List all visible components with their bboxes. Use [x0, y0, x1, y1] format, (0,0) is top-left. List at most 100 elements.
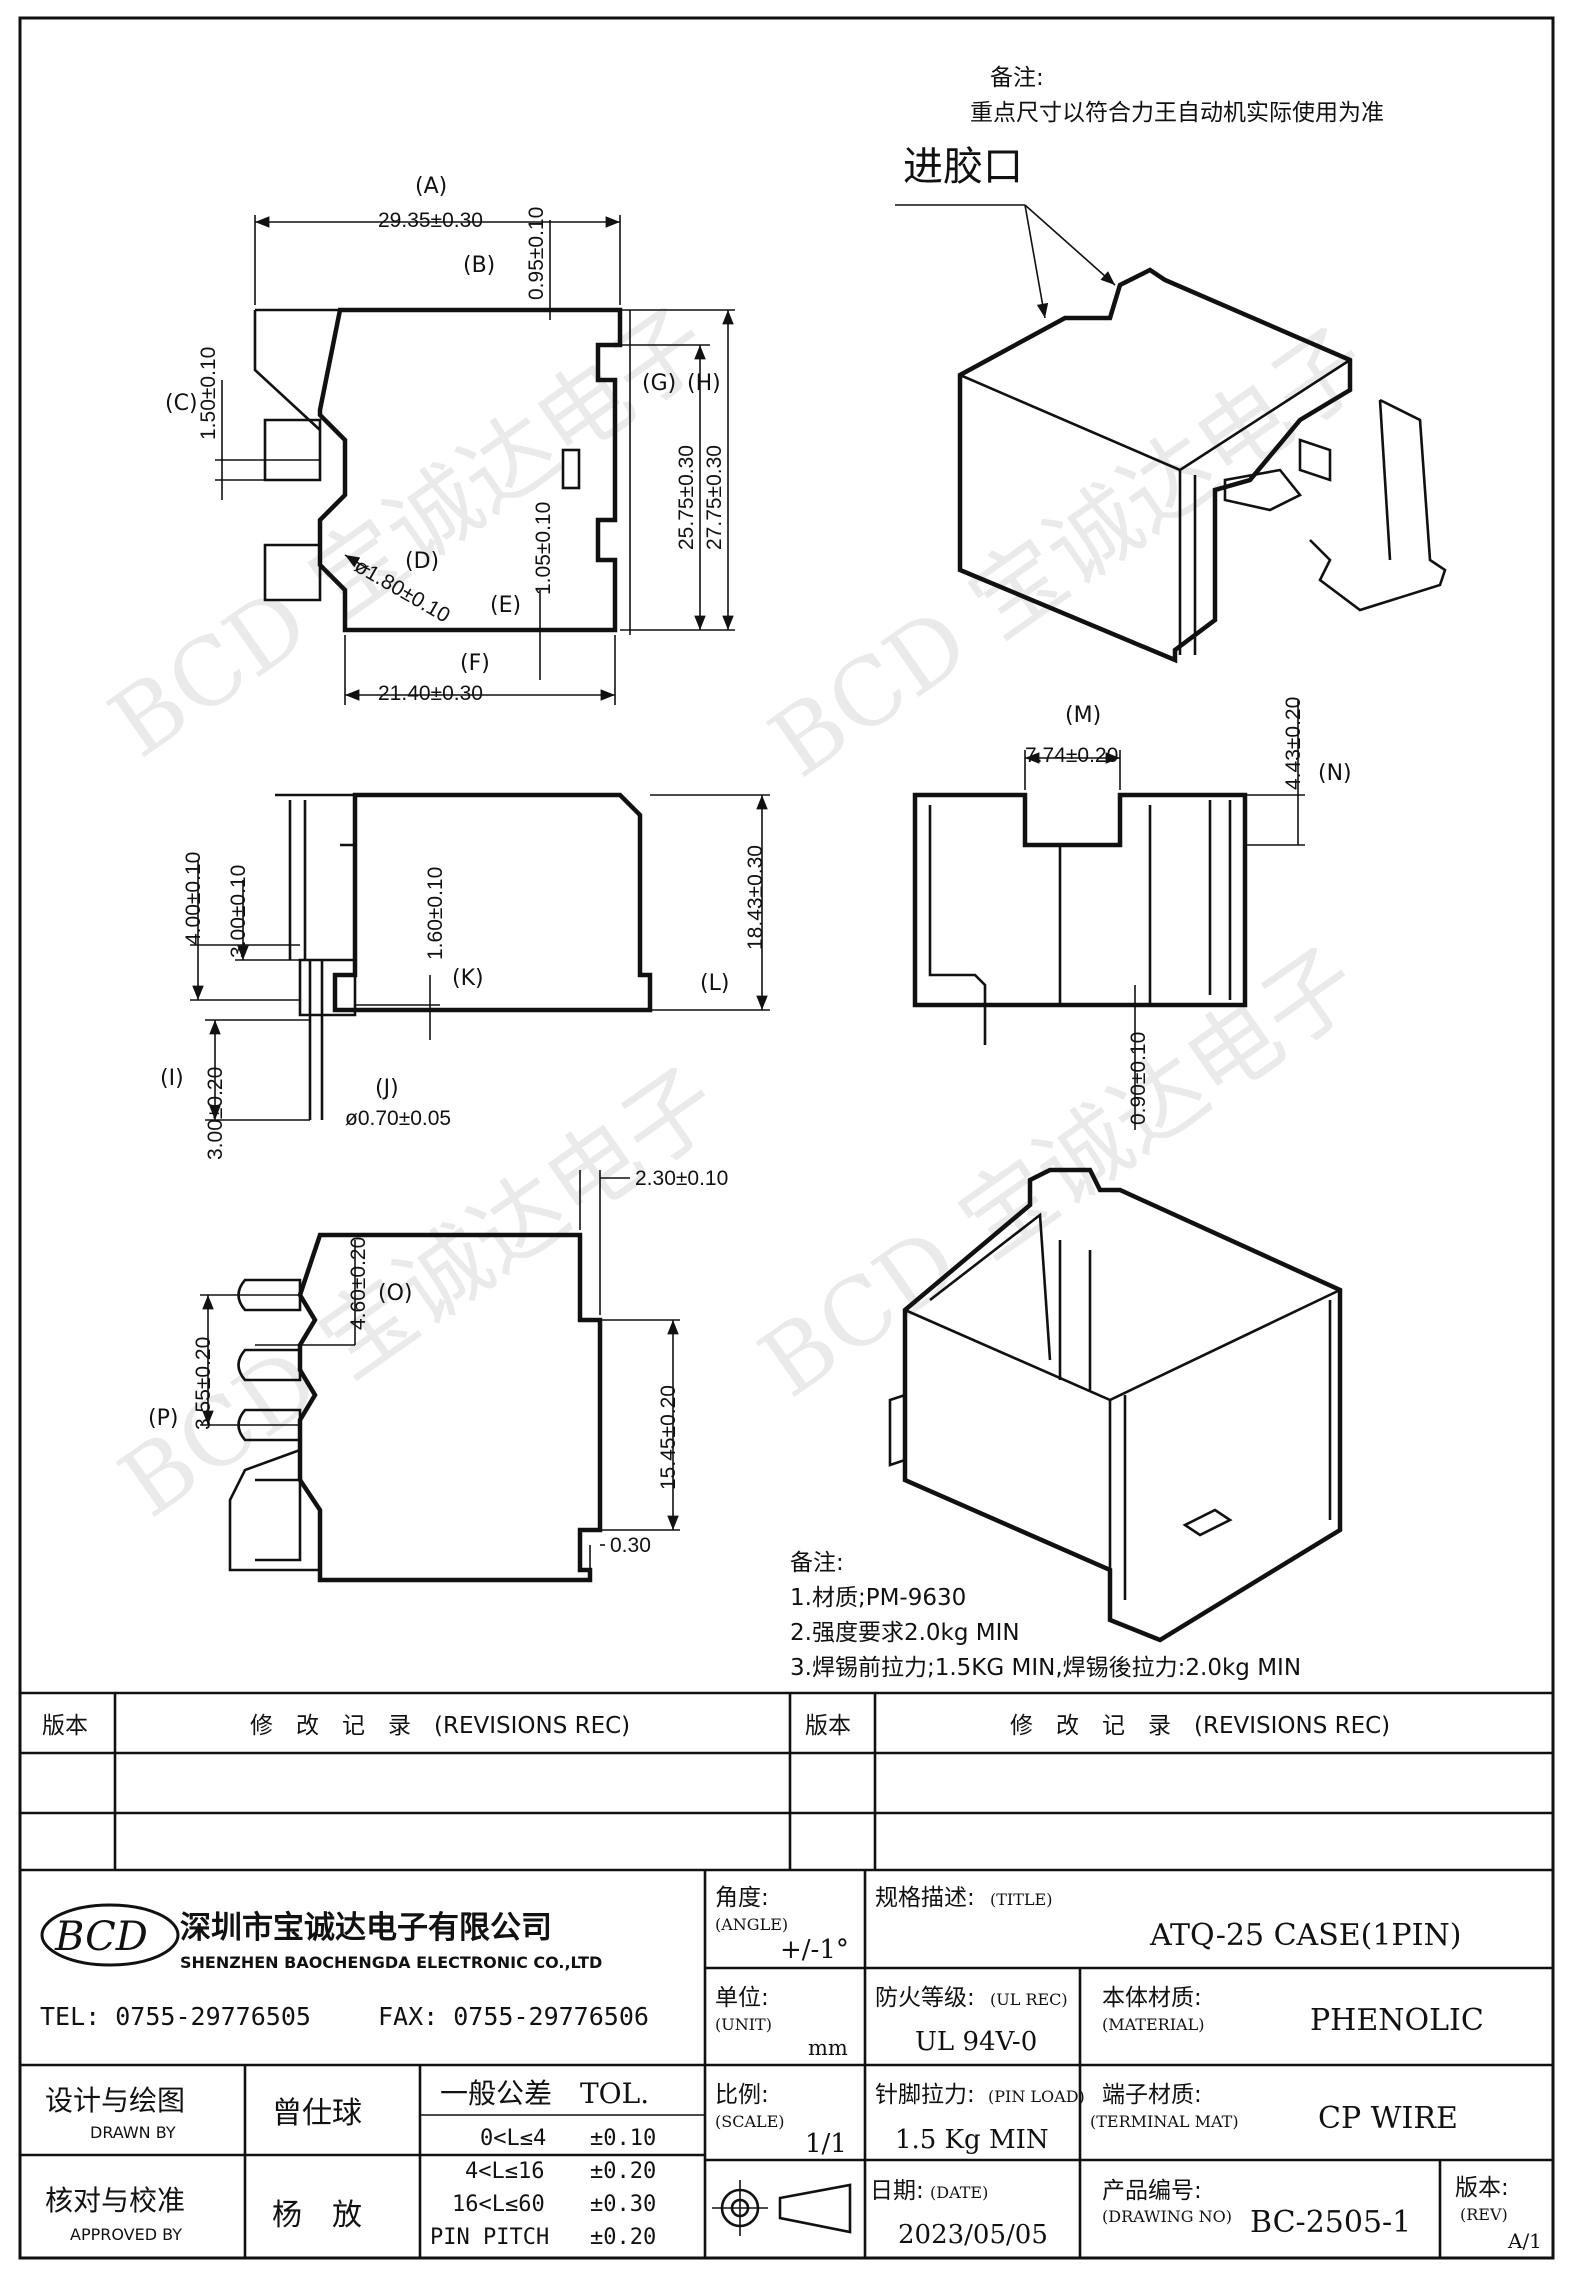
tol-title: 一般公差 TOL. — [440, 2077, 649, 2110]
rev-col-record: 修 改 记 录 (REVISIONS REC) — [250, 1713, 630, 1739]
front-view — [912, 700, 1305, 1130]
dim-C: 1.50±0.10 — [197, 347, 220, 440]
unit-value: mm — [808, 2036, 848, 2060]
tol-range-0: 0<L≤4 — [480, 2126, 546, 2151]
drawing-label-en: (DRAWING NO) — [1102, 2207, 1232, 2226]
company-tel: TEL: 0755-29776505 — [40, 2002, 311, 2031]
projection-symbol-icon — [712, 2180, 852, 2236]
dim-bottom-030: 0.30 — [610, 1534, 651, 1557]
top-view — [215, 215, 735, 705]
tol-value-0: ±0.10 — [590, 2126, 656, 2151]
date-label: 日期: — [870, 2178, 924, 2204]
tol-value-2: ±0.30 — [590, 2192, 656, 2217]
top-note-heading: 备注: — [990, 65, 1044, 91]
tol-value-3: ±0.20 — [590, 2225, 656, 2250]
pinload-value: 1.5 Kg MIN — [895, 2125, 1049, 2155]
title-label: 规格描述: — [875, 1885, 975, 1911]
tol-value-1: ±0.20 — [590, 2159, 656, 2184]
dim-N: 4.43±0.20 — [1282, 697, 1305, 790]
dim-M-label: (M) — [1065, 703, 1101, 728]
rev-col-record-2: 修 改 记 录 (REVISIONS REC) — [1010, 1713, 1390, 1739]
dim-front-090: 0.90±0.10 — [1127, 1032, 1150, 1125]
dim-J: ø0.70±0.05 — [345, 1107, 451, 1130]
dim-A-label: (A) — [415, 174, 447, 199]
title-value: ATQ-25 CASE(1PIN) — [1149, 1918, 1461, 1953]
material-label: 本体材质: — [1102, 1985, 1202, 2011]
terminal-value: CP WIRE — [1318, 2101, 1458, 2136]
terminal-label: 端子材质: — [1102, 2082, 1202, 2108]
top-note-text: 重点尺寸以符合力王自动机实际使用为准 — [970, 100, 1384, 126]
scale-label-en: (SCALE) — [715, 2112, 785, 2131]
unit-label-en: (UNIT) — [715, 2015, 772, 2034]
bottom-note-3: 3.焊锡前拉力;1.5KG MIN,焊锡後拉力:2.0kg MIN — [790, 1655, 1301, 1681]
dim-G: 25.75±0.30 — [675, 445, 698, 550]
rev-label-en: (REV) — [1460, 2205, 1508, 2224]
dim-N-label: (N) — [1318, 761, 1352, 786]
drawn-label: 设计与绘图 — [45, 2084, 185, 2117]
title-label-en: (TITLE) — [990, 1890, 1052, 1909]
pinload-label: 针脚拉力: — [875, 2082, 975, 2108]
company-name-cn: 深圳市宝诚达电子有限公司 — [180, 1910, 552, 1946]
angle-value: +/-1° — [780, 1935, 849, 1965]
dim-bottom-230: 2.30±0.10 — [635, 1167, 728, 1190]
title-block-grid — [20, 1870, 1553, 2260]
dim-O: 4.60±0.20 — [347, 1237, 370, 1330]
rev-col-version: 版本 — [42, 1713, 88, 1739]
ul-label-en: (UL REC) — [990, 1990, 1068, 2009]
dim-L-label: (L) — [700, 971, 729, 996]
dim-G-label: (G) — [642, 371, 676, 396]
material-value: PHENOLIC — [1310, 2003, 1484, 2038]
dim-E: 1.05±0.10 — [532, 502, 555, 595]
dim-I: 3.00±0.20 — [204, 1067, 227, 1160]
scale-label: 比例: — [715, 2082, 769, 2108]
dim-K-label: (K) — [452, 966, 484, 991]
dim-J-label: (J) — [375, 1076, 399, 1101]
unit-label: 单位: — [715, 1985, 769, 2011]
bottom-note-heading: 备注: — [790, 1550, 844, 1576]
dim-K: 1.60±0.10 — [424, 867, 447, 960]
logo-text: BCD — [54, 1914, 148, 1960]
tol-range-3: PIN PITCH — [430, 2225, 549, 2250]
iso-view-top — [895, 204, 1447, 664]
drawn-value: 曾仕球 — [272, 2096, 362, 2131]
rev-col-version-2: 版本 — [805, 1713, 851, 1739]
dim-M: 7.74±0.20 — [1025, 744, 1118, 767]
pinload-label-en: (PIN LOAD) — [988, 2087, 1085, 2106]
ul-value: UL 94V-0 — [915, 2027, 1037, 2057]
dim-side-400: 4.00±0.10 — [182, 852, 205, 945]
angle-label: 角度: — [715, 1885, 769, 1911]
bottom-view — [200, 1170, 680, 1583]
dim-C-label: (C) — [165, 391, 198, 416]
terminal-label-en: (TERMINAL MAT) — [1090, 2112, 1239, 2131]
dim-P-label: (P) — [148, 1406, 178, 1431]
dim-P: 3.55±0.20 — [192, 1337, 215, 1430]
dim-H: 27.75±0.30 — [703, 445, 726, 550]
dim-F-label: (F) — [460, 651, 490, 676]
bottom-note-2: 2.强度要求2.0kg MIN — [790, 1620, 1020, 1646]
dim-bottom-1545: 15.45±0.20 — [657, 1385, 680, 1490]
revision-table — [20, 1691, 1553, 1872]
iso-view-bottom — [888, 1167, 1343, 1643]
dim-I-label: (I) — [160, 1066, 184, 1091]
ul-label: 防火等级: — [875, 1985, 975, 2011]
angle-label-en: (ANGLE) — [715, 1915, 788, 1934]
dim-A: 29.35±0.30 — [378, 209, 483, 232]
dim-F: 21.40±0.30 — [378, 682, 483, 705]
date-label-en: (DATE) — [930, 2183, 988, 2202]
dim-B: 0.95±0.10 — [525, 207, 548, 300]
dim-L: 18.43±0.30 — [744, 845, 767, 950]
scale-value: 1/1 — [805, 2129, 847, 2159]
dim-B-label: (B) — [463, 253, 495, 278]
dim-E-label: (E) — [490, 593, 521, 618]
company-name-en: SHENZHEN BAOCHENGDA ELECTRONIC CO.,LTD — [180, 1953, 602, 1972]
bottom-note-1: 1.材质;PM-9630 — [790, 1585, 966, 1611]
date-value: 2023/05/05 — [898, 2220, 1048, 2250]
dim-H-label: (H) — [687, 371, 721, 396]
approved-label: 核对与校准 — [45, 2184, 185, 2217]
approved-label-en: APPROVED BY — [70, 2225, 182, 2244]
rev-value: A/1 — [1507, 2229, 1542, 2253]
company-logo: BCD — [40, 1903, 180, 1967]
drawing-value: BC-2505-1 — [1250, 2205, 1411, 2240]
gate-label: 进胶口 — [903, 144, 1023, 190]
